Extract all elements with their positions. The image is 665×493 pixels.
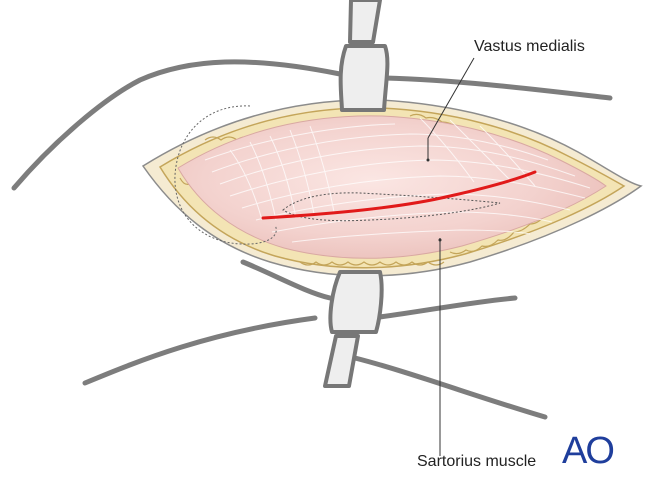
sartorius-dotted-outline xyxy=(282,192,501,222)
leg-outline-lower-right xyxy=(352,355,548,420)
ao-logo-text: AO xyxy=(562,430,613,472)
leader-line-vastus-medialis xyxy=(427,57,475,139)
lower-retractor-handle xyxy=(323,334,360,388)
patella-dotted-outline xyxy=(174,105,277,245)
ao-logo: AO xyxy=(562,430,615,472)
leg-outline-lower-left xyxy=(82,315,318,386)
upper-retractor-handle xyxy=(348,0,382,44)
leg-outline xyxy=(11,59,613,420)
leg-outline-lower-middle xyxy=(369,295,518,321)
upper-retractor xyxy=(338,0,390,112)
lower-retractor-blade xyxy=(328,270,384,334)
muscle-belly xyxy=(177,115,607,259)
vastus-medialis-label: Vastus medialis xyxy=(474,38,585,55)
upper-retractor-blade xyxy=(338,44,390,112)
fascial-incision-line xyxy=(261,170,537,220)
muscle-fibers xyxy=(204,117,591,243)
leader-lines xyxy=(427,57,475,456)
lower-retractor xyxy=(323,270,384,388)
sartorius-marker xyxy=(438,238,442,242)
leg-outline-mid-left xyxy=(240,259,333,301)
leg-outline-upper-left xyxy=(11,59,343,191)
vastus-medialis-marker xyxy=(426,158,430,162)
leg-outline-upper-right xyxy=(382,75,613,101)
sartorius-muscle-label: Sartorius muscle xyxy=(417,453,537,470)
